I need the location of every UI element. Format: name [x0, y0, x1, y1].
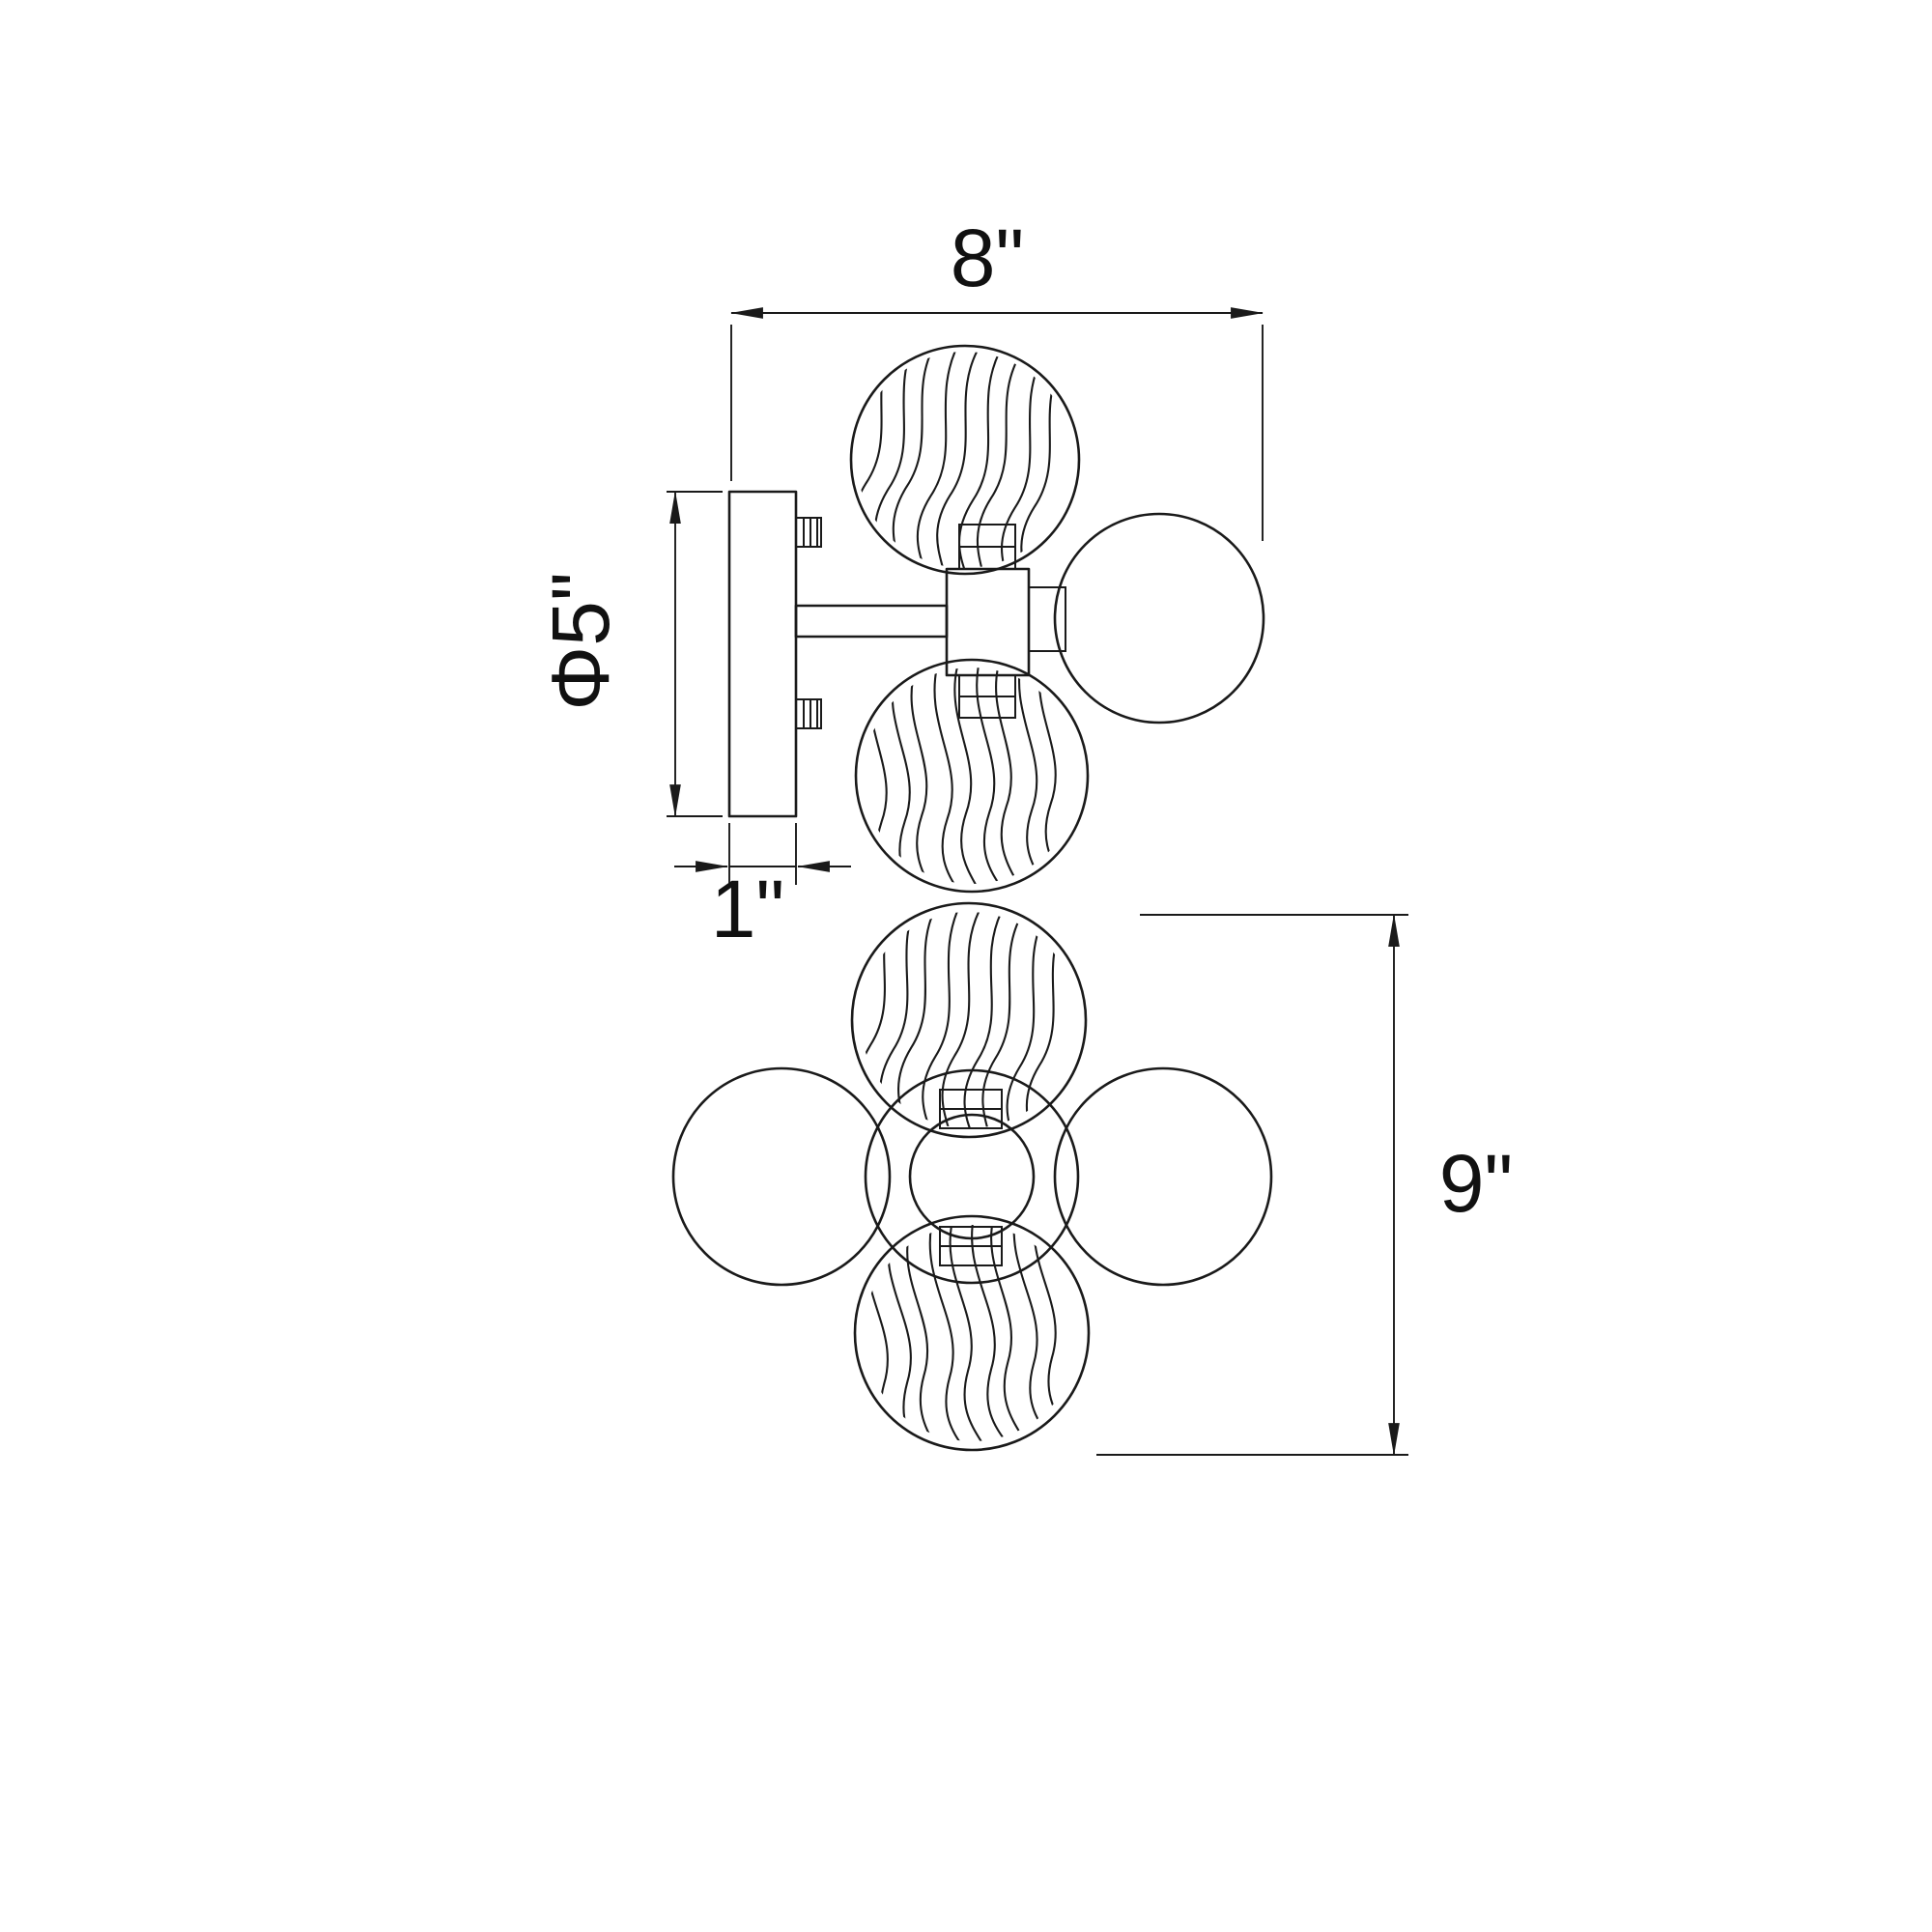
- dimension-canopy-diameter-5in: Φ5": [535, 490, 723, 818]
- mounting-screw-top: [795, 517, 822, 548]
- socket-right: [1028, 586, 1066, 652]
- front-globe-plain-right: [1053, 1066, 1273, 1287]
- mounting-plate: [727, 490, 798, 818]
- dimension-label-height: 9": [1439, 1138, 1514, 1229]
- fixture-arm: [794, 604, 949, 639]
- globe-swirled-top: [849, 344, 1081, 576]
- dimension-width-8in: 8": [729, 213, 1264, 541]
- front-globe-plain-left: [671, 1066, 892, 1287]
- globe-plain-right: [1053, 512, 1265, 724]
- front-globe-swirled-bottom: [853, 1214, 1091, 1452]
- mounting-screw-bottom: [795, 698, 822, 729]
- swirl-texture-bottom: [858, 649, 1069, 903]
- socket-bottom: [958, 674, 1016, 719]
- dimension-label-canopy-depth: 1": [711, 864, 785, 954]
- front-hub-outer-circle: [864, 1068, 1080, 1285]
- dimension-label-canopy-diameter: Φ5": [535, 572, 626, 711]
- front-view: [671, 891, 1273, 1465]
- side-view: [727, 328, 1265, 903]
- dimension-canopy-depth-1in: 1": [674, 823, 851, 954]
- dimension-label-width: 8": [951, 213, 1025, 303]
- front-globe-swirled-top: [850, 901, 1088, 1139]
- globe-swirled-bottom: [854, 658, 1090, 894]
- dimension-height-9in: 9": [1096, 913, 1514, 1457]
- front-hub-inner-circle: [908, 1113, 1036, 1240]
- socket-top: [958, 524, 1016, 570]
- front-socket-top: [939, 1089, 1003, 1129]
